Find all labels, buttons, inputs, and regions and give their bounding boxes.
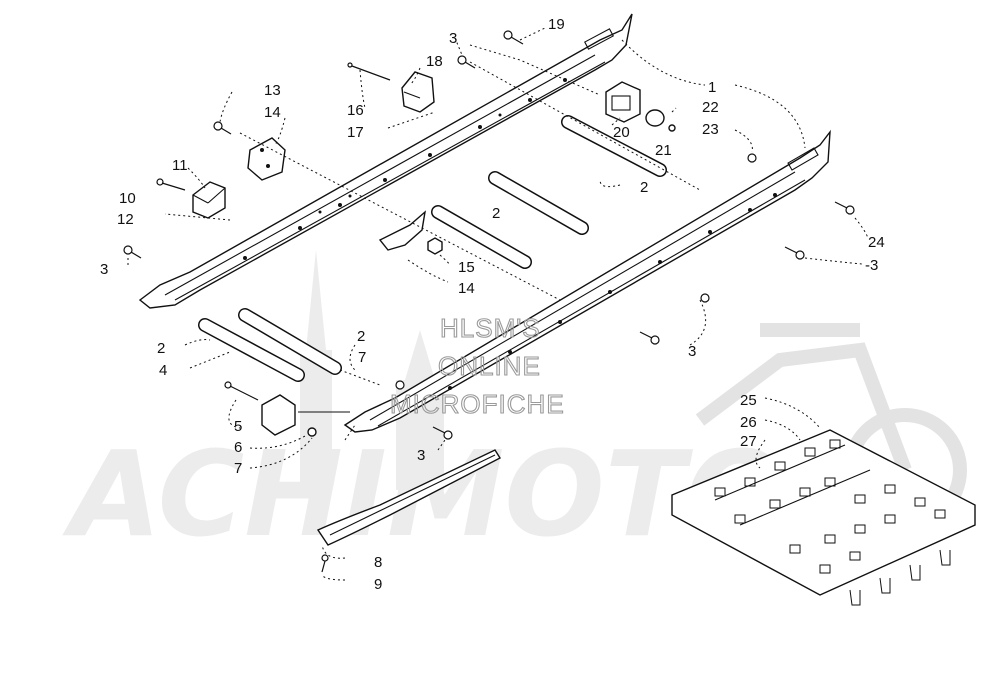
pin-16 xyxy=(347,62,391,81)
bolt-3-mid xyxy=(700,293,710,303)
block-18 xyxy=(401,71,435,113)
callout-3-bottom: 3 xyxy=(417,447,425,464)
block-20 xyxy=(605,81,641,123)
bolt-3-right xyxy=(784,246,805,260)
bracket-13-14 xyxy=(247,137,286,181)
bolt-3-top xyxy=(457,55,476,69)
right-rail-holes xyxy=(448,193,777,390)
callout-14-center: 14 xyxy=(458,280,475,297)
bolt-5 xyxy=(224,381,259,401)
callout-3-left: 3 xyxy=(100,261,108,278)
bolt-3-bottom xyxy=(432,426,453,440)
callout-20: 20 xyxy=(613,124,630,141)
slide-runner-8 xyxy=(316,449,501,546)
bolt-23 xyxy=(747,153,757,163)
callout-15: 15 xyxy=(458,259,475,276)
bolt-3-topleft xyxy=(123,245,142,259)
callout-13: 13 xyxy=(264,82,281,99)
callout-4: 4 xyxy=(159,362,167,379)
callout-18: 18 xyxy=(426,53,443,70)
bolt-3-midlow xyxy=(639,331,660,345)
callout-26: 26 xyxy=(740,414,757,431)
bolt-7-top xyxy=(395,380,405,390)
callout-24: 24 xyxy=(868,234,885,251)
callout-2-left: 2 xyxy=(157,340,165,357)
callout-21: 21 xyxy=(655,142,672,159)
callout-labels: 1 2 2 2 2 3 3 -3 3 3 4 5 6 7 7 8 9 10 11… xyxy=(100,16,885,593)
bolt-13 xyxy=(213,121,232,135)
callout-11: 11 xyxy=(172,157,188,174)
watermark-text: HLSM'S ONLINE MICROFICHE xyxy=(389,312,565,419)
block-5 xyxy=(261,394,317,437)
callout-2-mid: 2 xyxy=(492,205,500,222)
block-11 xyxy=(192,181,226,219)
callout-23: 23 xyxy=(702,121,719,138)
track-clips xyxy=(849,549,951,606)
callout-14-top: 14 xyxy=(264,104,281,121)
callout-3-right: -3 xyxy=(865,257,878,274)
callout-8: 8 xyxy=(374,554,382,571)
bolt-24 xyxy=(834,201,855,215)
leader-lines xyxy=(127,27,869,581)
callout-3-mid: 3 xyxy=(688,343,696,360)
cross-shaft-mid-1 xyxy=(431,205,532,269)
callout-17: 17 xyxy=(347,124,364,141)
cross-shaft-rear xyxy=(561,115,667,177)
watermark-line3: MICROFICHE xyxy=(390,389,565,419)
callout-16: 16 xyxy=(347,102,364,119)
cross-shafts xyxy=(198,115,667,382)
callout-1: 1 xyxy=(708,79,716,96)
callout-7-bottom: 7 xyxy=(234,460,242,477)
cross-shaft-mid-2 xyxy=(488,171,589,235)
cross-shaft-front-2 xyxy=(238,308,342,375)
watermark-line2: ONLINE xyxy=(438,351,541,381)
left-rail xyxy=(138,13,633,309)
bolt-19 xyxy=(503,30,524,45)
callout-6: 6 xyxy=(234,439,242,456)
callout-19: 19 xyxy=(548,16,565,33)
bolt-10 xyxy=(156,178,186,191)
bolts xyxy=(123,30,855,573)
bracket-14-center xyxy=(378,210,427,251)
callout-2-center: 2 xyxy=(357,328,365,345)
callout-27: 27 xyxy=(740,433,757,450)
callout-9: 9 xyxy=(374,576,382,593)
callout-3-top: 3 xyxy=(449,30,457,47)
callout-5: 5 xyxy=(234,418,242,435)
right-rail xyxy=(343,129,831,433)
track-assembly xyxy=(671,429,976,606)
track-lugs xyxy=(714,439,946,574)
callout-25: 25 xyxy=(740,392,757,409)
callout-7-center: 7 xyxy=(358,349,366,366)
bolt-9 xyxy=(321,554,329,573)
watermark-line1: HLSM'S xyxy=(440,313,541,343)
callout-10: 10 xyxy=(119,190,136,207)
callout-22: 22 xyxy=(702,99,719,116)
left-rail-holes xyxy=(243,78,567,260)
callout-12: 12 xyxy=(117,211,134,228)
roller-21 xyxy=(645,109,676,132)
nut-15 xyxy=(427,237,443,255)
cross-shaft-front-1 xyxy=(198,318,305,382)
callout-2-rear: 2 xyxy=(640,179,648,196)
